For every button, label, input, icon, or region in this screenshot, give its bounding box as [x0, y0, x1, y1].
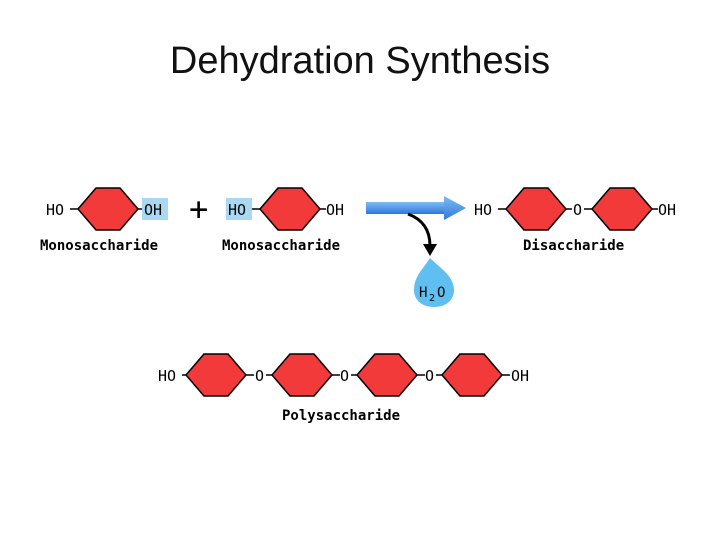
sugar-ring	[505, 187, 567, 231]
water-drop-icon: H 2 O	[414, 258, 454, 307]
ho-group: HO	[46, 201, 64, 219]
ho-group: HO	[158, 367, 176, 385]
disaccharide: HO O OH Disaccharide	[474, 187, 676, 254]
monosaccharide-label: Monosaccharide	[40, 238, 158, 254]
sugar-ring	[185, 353, 247, 397]
monosaccharide-label: Monosaccharide	[222, 238, 340, 254]
sugar-ring	[271, 353, 333, 397]
water-h: H	[419, 285, 427, 301]
sugar-ring	[259, 187, 321, 231]
o-linkage: O	[573, 201, 582, 219]
disaccharide-label: Disaccharide	[523, 238, 624, 254]
oh-group: OH	[144, 201, 162, 219]
oh-group: OH	[658, 201, 676, 219]
plus-sign: +	[189, 190, 208, 228]
o-linkage: O	[425, 367, 434, 385]
page-title: Dehydration Synthesis	[169, 40, 551, 82]
sugar-ring	[441, 353, 503, 397]
oh-group: OH	[326, 201, 344, 219]
water-o: O	[437, 285, 445, 301]
curved-down-arrow-icon	[407, 212, 437, 256]
o-linkage: O	[340, 367, 349, 385]
ho-group: HO	[228, 201, 246, 219]
monosaccharide-2: HO OH Monosaccharide	[222, 187, 344, 254]
sugar-ring	[591, 187, 653, 231]
polysaccharide-label: Polysaccharide	[282, 408, 400, 424]
polysaccharide: HO O O O OH Polysaccharide	[158, 353, 529, 424]
monosaccharide-1: HO OH Monosaccharide	[40, 187, 168, 254]
right-arrow-icon	[366, 196, 466, 220]
oh-highlight	[142, 198, 168, 220]
sugar-ring	[77, 187, 139, 231]
sugar-ring	[356, 353, 418, 397]
ho-group: HO	[474, 201, 492, 219]
oh-group: OH	[511, 367, 529, 385]
o-linkage: O	[255, 367, 264, 385]
ho-highlight	[226, 198, 252, 220]
water-subscript: 2	[429, 293, 435, 304]
